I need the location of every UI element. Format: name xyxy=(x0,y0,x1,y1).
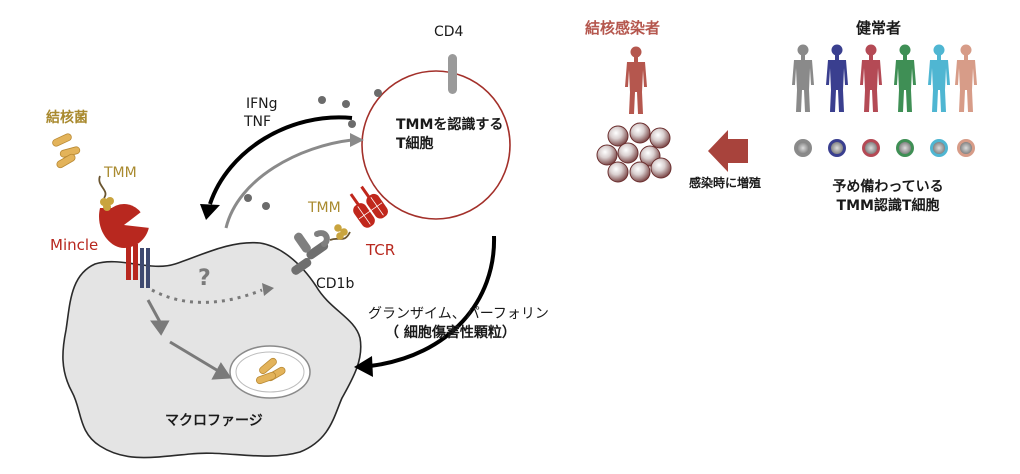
unknown-pathway-arrowhead xyxy=(262,283,274,296)
mincle-label: Mincle xyxy=(50,236,99,254)
granzyme-perforin-label: グランザイム、パーフォリン xyxy=(368,306,549,322)
tb-bacteria-label: 結核菌 xyxy=(46,110,88,126)
preexisting-t-cells xyxy=(794,139,975,157)
preexisting-label-line2: TMM認識T細胞 xyxy=(836,198,940,214)
cytokine-arrowhead-black xyxy=(200,204,220,220)
t-cell-label-line2: T細胞 xyxy=(396,136,434,152)
cd4-label: CD4 xyxy=(434,24,464,40)
cd4-receptor xyxy=(448,54,457,94)
t-cell xyxy=(361,70,511,220)
tmm-ligand-center xyxy=(329,224,351,241)
granzyme-arrowhead xyxy=(354,356,373,377)
tmm-label-left: TMM xyxy=(104,165,137,181)
expanded-t-cell-cluster xyxy=(596,122,672,183)
cytotoxic-granules-label: （ 細胞傷害性顆粒） xyxy=(385,325,516,341)
tb-infected-label: 結核感染者 xyxy=(585,19,661,37)
tb-bacilli xyxy=(51,132,81,170)
phagosome xyxy=(229,345,311,399)
macrophage-cell xyxy=(62,241,362,459)
healthy-label: 健常者 xyxy=(856,19,902,37)
cytokine-arrow-gray xyxy=(224,138,353,229)
infected-person xyxy=(625,46,647,114)
healthy-people xyxy=(792,44,977,112)
preexisting-label-line1: 予め備わっている xyxy=(832,179,944,195)
tcr-receptor xyxy=(349,185,388,228)
unknown-pathway-label: ? xyxy=(198,266,211,291)
fcr-gamma-adaptor xyxy=(140,248,150,288)
tmm-ligand-left xyxy=(98,175,114,211)
expand-on-infection-label: 感染時に増殖 xyxy=(689,176,762,190)
granzyme-arrow xyxy=(369,235,497,368)
tnf-label: TNF xyxy=(244,114,272,130)
cytokine-arrow-black xyxy=(208,115,353,205)
expansion-arrow xyxy=(708,130,748,172)
signaling-arrows xyxy=(146,299,232,380)
macrophage-label: マクロファージ xyxy=(165,413,263,429)
cytokine-arrowhead-gray xyxy=(350,133,364,147)
ifng-label: IFNg xyxy=(246,96,278,112)
cd1b-molecule xyxy=(291,230,330,275)
cytokine-dots xyxy=(244,89,382,210)
cd1b-label: CD1b xyxy=(316,276,355,292)
t-cell-label-line1: TMMを認識する xyxy=(396,117,504,133)
tmm-label-center: TMM xyxy=(308,200,341,216)
tcr-label: TCR xyxy=(366,241,396,259)
mincle-receptor xyxy=(99,204,150,280)
